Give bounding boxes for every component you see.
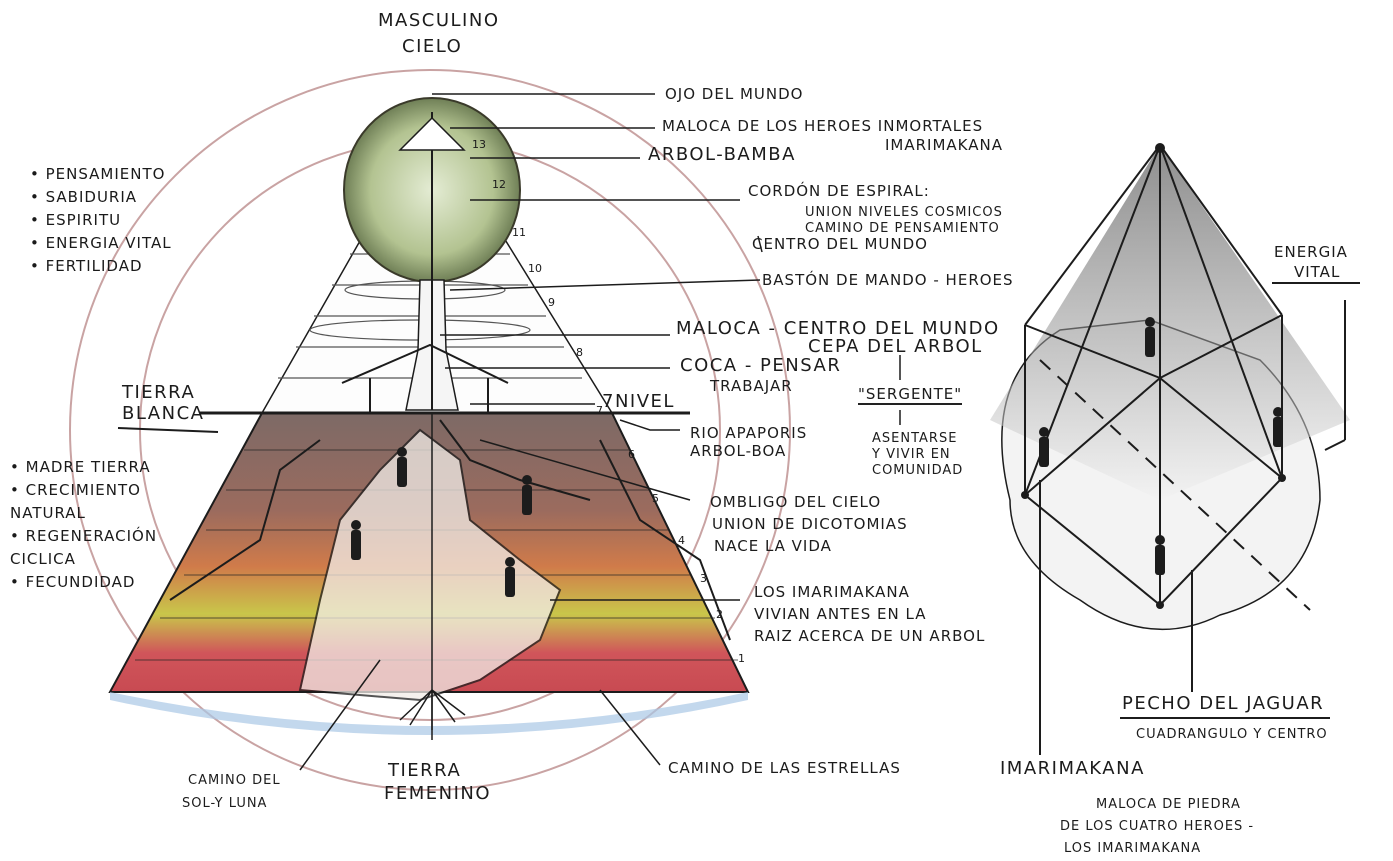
maloca-heroes-label: MALOCA DE LOS HEROES INMORTALES [662, 118, 983, 135]
ojo-del-mundo-label: OJO DEL MUNDO [665, 86, 803, 103]
imarimakana-sub-label: IMARIMAKANA [885, 137, 1003, 154]
camino-estrellas-label: CAMINO DE LAS ESTRELLAS [668, 760, 901, 777]
asentarse-label-1: ASENTARSE [872, 430, 957, 447]
level-11: 11 [512, 226, 526, 239]
maloca-piedra-label-1: MALOCA DE PIEDRA [1096, 796, 1241, 813]
imarimakana-1-label: LOS IMARIMAKANA [754, 584, 910, 601]
maloca-piedra-label-3: LOS IMARIMAKANA [1064, 840, 1201, 857]
list-item: REGENERACIÓN CICLICA [10, 525, 170, 571]
cuadrangulo-label: CUADRANGULO Y CENTRO [1136, 726, 1328, 743]
asentarse-label-2: Y VIVIR EN [872, 446, 951, 463]
cordon-espiral-label: CORDÓN DE ESPIRAL: [748, 183, 930, 200]
level-6: 6 [628, 448, 635, 461]
nivel-7-label: 7NIVEL [602, 393, 675, 410]
maloca-piedra-label-2: DE LOS CUATRO HEROES - [1060, 818, 1254, 835]
list-item: ENERGIA VITAL [30, 232, 172, 255]
femenino-label: FEMENINO [384, 785, 491, 802]
dicotomias-label: UNION DE DICOTOMIAS [712, 516, 908, 533]
arbol-boa-label: ARBOL-BOA [690, 443, 786, 460]
tierra-blanca-label-1: TIERRA [122, 384, 195, 401]
level-5: 5 [652, 492, 659, 505]
tierra-label: TIERRA [388, 762, 461, 779]
pecho-jaguar-label: PECHO DEL JAGUAR [1122, 695, 1324, 712]
left-upper-list: PENSAMIENTO SABIDURIA ESPIRITU ENERGIA V… [30, 163, 172, 278]
nace-vida-label: NACE LA VIDA [714, 538, 832, 555]
vital-label: VITAL [1294, 264, 1340, 281]
level-4: 4 [678, 534, 685, 547]
maloca-piedra-diagram [990, 143, 1360, 755]
left-lower-list: MADRE TIERRA CRECIMIENTO NATURAL REGENER… [10, 456, 170, 594]
level-8: 8 [576, 346, 583, 359]
masculino-label: MASCULINO [378, 12, 499, 29]
cepa-arbol-label: CEPA DEL ARBOL [808, 338, 983, 355]
imarimakana-3-label: RAIZ ACERCA DE UN ARBOL [754, 628, 985, 645]
tierra-blanca-underline [118, 428, 218, 432]
centro-del-mundo-label: CENTRO DEL MUNDO [752, 236, 928, 253]
union-niveles-label: UNION NIVELES COSMICOS [805, 204, 1003, 221]
level-3: 3 [700, 572, 707, 585]
energia-label: ENERGIA [1274, 244, 1348, 261]
tierra-blanca-label-2: BLANCA [122, 405, 204, 422]
list-item: CRECIMIENTO NATURAL [10, 479, 160, 525]
imarimakana-label: IMARIMAKANA [1000, 760, 1145, 777]
baston-label: BASTÓN DE MANDO - HEROES [762, 272, 1014, 289]
list-item: FECUNDIDAD [10, 571, 170, 594]
sergente-label: "SERGENTE" [858, 386, 962, 405]
level-1: 1 [738, 652, 745, 665]
level-9: 9 [548, 296, 555, 309]
trabajar-label: TRABAJAR [710, 378, 793, 395]
list-item: ESPIRITU [30, 209, 172, 232]
ombligo-label: OMBLIGO DEL CIELO [710, 494, 881, 511]
imarimakana-2-label: VIVIAN ANTES EN LA [754, 606, 926, 623]
list-item: FERTILIDAD [30, 255, 172, 278]
coca-pensar-label: COCA - PENSAR [680, 357, 841, 374]
arbol-bamba-label: ARBOL-BAMBA [648, 146, 796, 163]
maloca-centro-label: MALOCA - CENTRO DEL MUNDO [676, 320, 1000, 337]
earth-layers [110, 410, 748, 740]
camino-sol-label-1: CAMINO DEL [188, 772, 281, 789]
camino-sol-label-2: SOL-Y LUNA [182, 795, 267, 812]
asentarse-label-3: COMUNIDAD [872, 462, 963, 479]
list-item: MADRE TIERRA [10, 456, 170, 479]
level-7: 7 [596, 404, 603, 417]
level-2: 2 [716, 608, 723, 621]
level-10: 10 [528, 262, 542, 275]
level-13: 13 [472, 138, 486, 151]
cielo-label: CIELO [402, 38, 462, 55]
list-item: PENSAMIENTO [30, 163, 172, 186]
list-item: SABIDURIA [30, 186, 172, 209]
level-12: 12 [492, 178, 506, 191]
rio-apaporis-label: RIO APAPORIS [690, 425, 807, 442]
